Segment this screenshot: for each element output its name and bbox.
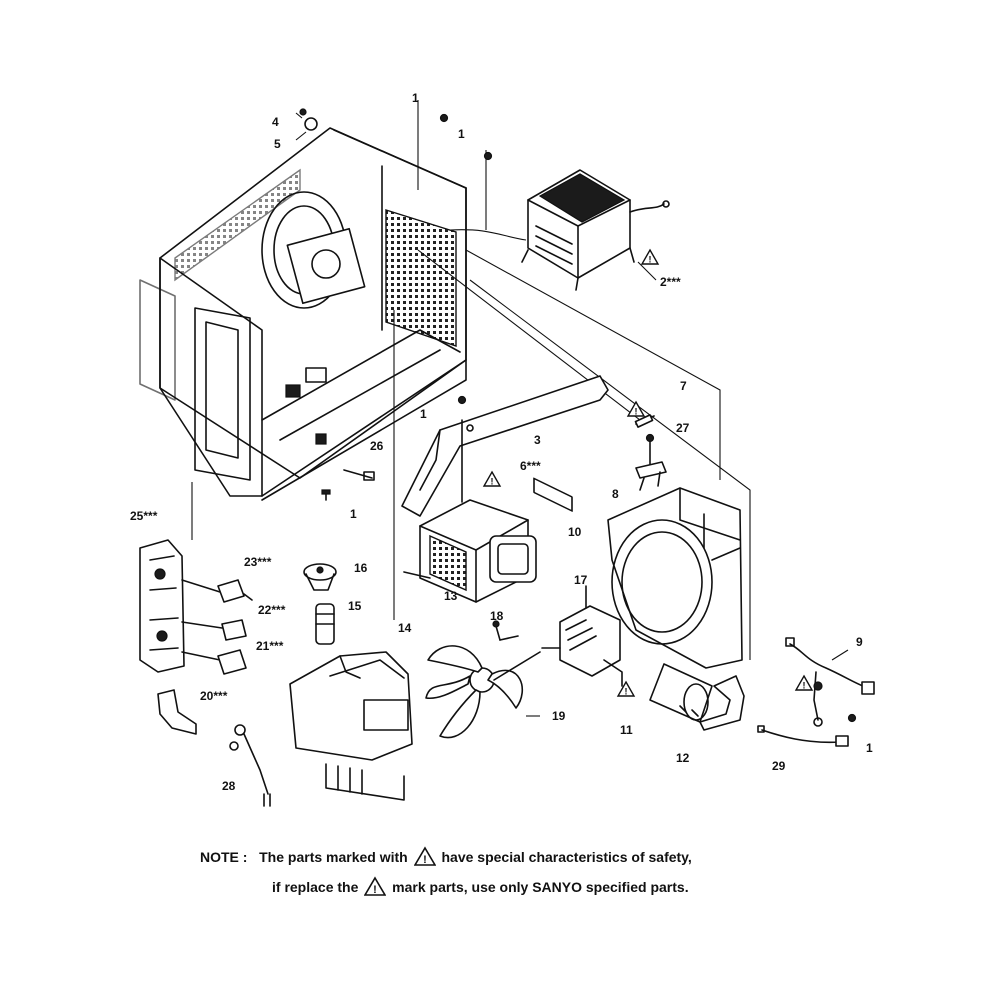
- label-17: 17: [574, 573, 588, 587]
- note-line1-end: have special characteristics of safety,: [441, 849, 692, 865]
- svg-text:!: !: [423, 854, 427, 866]
- mounting-bracket: [401, 375, 609, 517]
- svg-text:!: !: [373, 884, 377, 896]
- screws: [321, 113, 857, 723]
- cabinet-chassis: [139, 108, 467, 501]
- label-1: 1: [412, 91, 419, 105]
- label-29: 29: [772, 759, 786, 773]
- label-25: 25***: [130, 509, 158, 523]
- label-4: 4: [272, 115, 279, 129]
- wire-harness-9: [785, 637, 875, 727]
- fan-shroud-duct: [607, 487, 743, 669]
- label-3: 3: [534, 433, 541, 447]
- label-22: 22***: [258, 603, 286, 617]
- note-line1-start: The parts marked with: [259, 849, 408, 865]
- fan-blade: [425, 645, 541, 739]
- label-13: 13: [444, 589, 458, 603]
- high-voltage-transformer: [521, 169, 670, 512]
- capacitor-bracket: [699, 675, 745, 731]
- label-14: 14: [398, 621, 412, 635]
- label-6: 6***: [520, 459, 541, 473]
- lamp-socket-16: [303, 563, 337, 591]
- label-5: 5: [274, 137, 281, 151]
- leader-lines: [191, 100, 751, 660]
- wire-29: [757, 725, 849, 747]
- label-16: 16: [354, 561, 368, 575]
- note-line2-end: mark parts, use only SANYO specified par…: [392, 879, 689, 895]
- label-27: 27: [676, 421, 690, 435]
- latch-lever-20: [157, 689, 197, 735]
- label-1: 1: [866, 741, 873, 755]
- air-guide-duct: [289, 651, 413, 801]
- label-1: 1: [350, 507, 357, 521]
- label-10: 10: [568, 525, 582, 539]
- part-labels: 1 1 4 5 2*** 7 27 1 3 26 6*** 8 1 25*** …: [130, 91, 873, 793]
- label-1: 1: [458, 127, 465, 141]
- label-23: 23***: [244, 555, 272, 569]
- label-12: 12: [676, 751, 690, 765]
- switch-23: [217, 579, 253, 603]
- fan-motor: [541, 585, 623, 687]
- label-18: 18: [490, 609, 504, 623]
- magnetron: [403, 419, 537, 603]
- warning-icon: !: [364, 876, 387, 896]
- label-2: 2***: [660, 275, 681, 289]
- note-line2-start: if replace the: [272, 879, 359, 895]
- switch-21: [217, 649, 247, 675]
- label-8: 8: [612, 487, 619, 501]
- capacitor: [649, 663, 713, 723]
- label-19: 19: [552, 709, 566, 723]
- label-21: 21***: [256, 639, 284, 653]
- label-15: 15: [348, 599, 362, 613]
- label-28: 28: [222, 779, 236, 793]
- note-line-1: NOTE : The parts marked with ! have spec…: [200, 846, 692, 866]
- part-28: [229, 724, 271, 807]
- note-line-2: if replace the ! mark parts, use only SA…: [272, 876, 689, 896]
- warning-icon: !: [413, 846, 436, 866]
- switch-22: [221, 619, 247, 641]
- label-1: 1: [420, 407, 427, 421]
- label-26: 26: [370, 439, 384, 453]
- screw-18: [492, 620, 519, 641]
- door-switch-assembly: [139, 539, 223, 673]
- label-7: 7: [680, 379, 687, 393]
- label-20: 20***: [200, 689, 228, 703]
- lamp-15: [315, 603, 335, 645]
- label-9: 9: [856, 635, 863, 649]
- thermal-cutout-parts: [634, 414, 667, 491]
- note-prefix: NOTE :: [200, 849, 248, 865]
- label-11: 11: [620, 723, 633, 737]
